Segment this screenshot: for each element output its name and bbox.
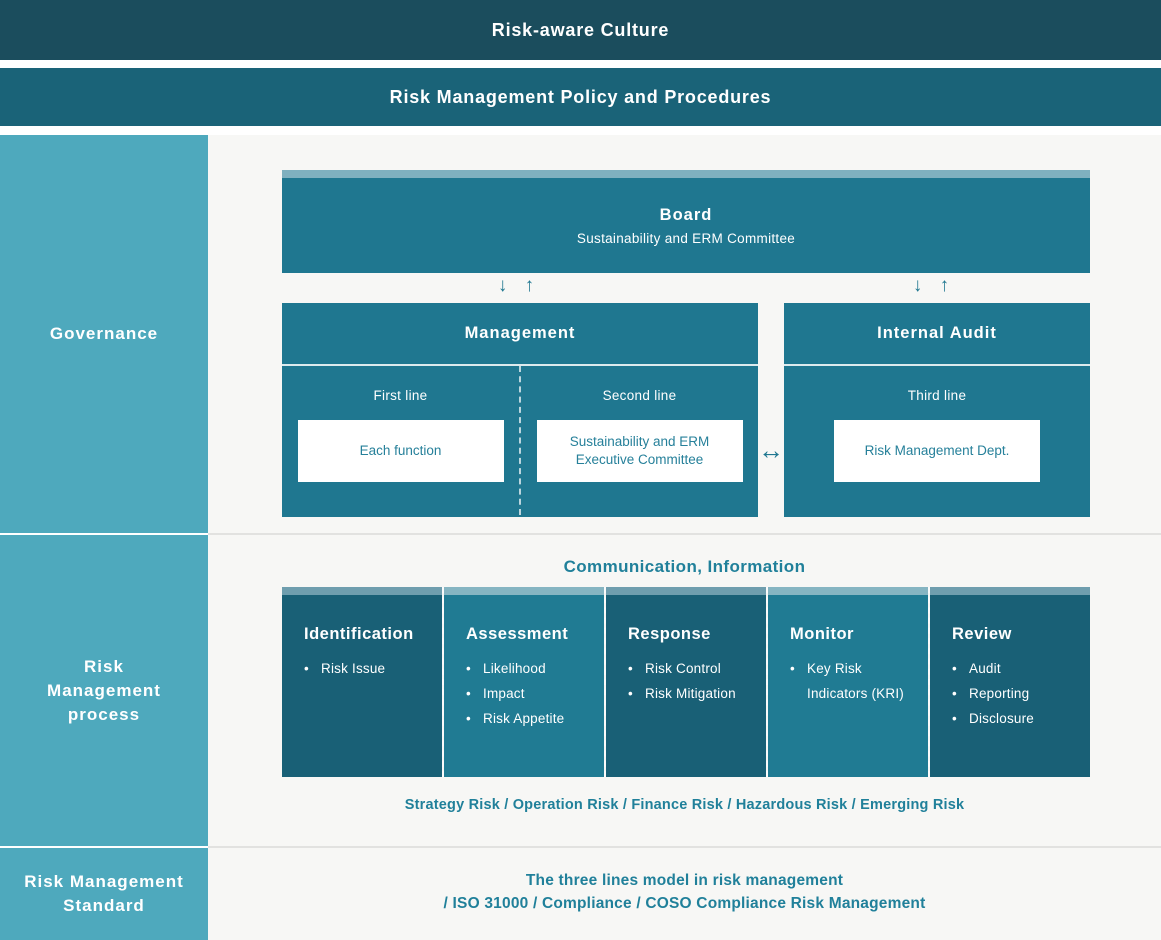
sidebar-process-label: Risk Management process [47,656,161,724]
sidebar-divider [0,533,208,535]
banner-divider [0,126,1161,135]
board-subtitle: Sustainability and ERM Committee [576,230,796,246]
each-function-box: Each function [297,420,504,482]
first-line-panel: First line Each function [282,366,519,515]
column-item: Key Risk Indicators (KRI) [790,656,920,706]
down-up-arrows-icon: ↓ ↑ [912,275,956,296]
standard-label: The three lines model in risk management… [443,872,926,912]
management-audit-gap: ↔ [758,303,784,517]
process-columns: Identification Risk Issue Assessment Lik… [282,587,1090,777]
column-item: Risk Mitigation [628,681,758,706]
column-title: Review [952,625,1012,643]
process-column-review: Review Audit Reporting Disclosure [928,587,1090,777]
board-box: Board Sustainability and ERM Committee [282,170,1090,273]
column-item: Risk Appetite [466,706,596,731]
risk-aware-culture-banner: Risk-aware Culture [0,0,1161,60]
board-management-arrows: ↓ ↑ ↓ ↑ [282,273,1090,303]
column-item: Audit [952,656,1082,681]
section-divider [208,533,1161,535]
sidebar-standard-label: Risk Management Standard [24,872,184,915]
left-right-arrow-icon: ↔ [758,434,784,465]
section-sidebar: Governance Risk Management process Risk … [0,135,208,940]
column-title: Response [628,625,711,643]
internal-audit-box: Internal Audit Third line Risk Managemen… [784,303,1090,517]
policy-banner: Risk Management Policy and Procedures [0,68,1161,126]
process-column-identification: Identification Risk Issue [282,587,442,777]
risk-types-label: Strategy Risk / Operation Risk / Finance… [404,797,965,813]
internal-audit-title: Internal Audit [784,303,1090,366]
third-line-label: Third line [907,388,967,403]
column-item: Impact [466,681,596,706]
sidebar-item-governance: Governance [0,135,208,533]
sidebar-item-risk-management-standard: Risk Management Standard [0,848,208,940]
process-column-assessment: Assessment Likelihood Impact Risk Appeti… [442,587,604,777]
column-accent-strip [282,587,442,595]
column-accent-strip [444,587,604,595]
sidebar-governance-label: Governance [49,324,159,343]
diagram-main: Board Sustainability and ERM Committee ↓… [208,135,1161,940]
column-item: Risk Issue [304,656,434,681]
risk-aware-culture-label: Risk-aware Culture [491,19,670,40]
board-title: Board [659,205,713,224]
column-title: Identification [304,625,414,643]
process-column-monitor: Monitor Key Risk Indicators (KRI) [766,587,928,777]
banner-divider [0,60,1161,68]
column-item: Reporting [952,681,1082,706]
column-accent-strip [606,587,766,595]
management-title: Management [282,303,758,366]
policy-banner-label: Risk Management Policy and Procedures [389,86,772,107]
column-accent-strip [768,587,928,595]
column-item: Risk Control [628,656,758,681]
second-line-panel: Second line Sustainability and ERM Execu… [519,366,758,515]
second-line-label: Second line [602,388,677,403]
process-column-response: Response Risk Control Risk Mitigation [604,587,766,777]
down-up-arrows-icon: ↓ ↑ [497,275,541,296]
risk-management-standard-section: The three lines model in risk management… [208,848,1161,940]
column-title: Assessment [466,625,569,643]
board-accent-strip [282,170,1090,178]
risk-management-process-section: Communication, Information Identificatio… [208,535,1161,846]
section-divider [208,846,1161,848]
column-accent-strip [930,587,1090,595]
sidebar-divider [0,846,208,848]
sidebar-item-risk-management-process: Risk Management process [0,535,208,846]
column-item: Disclosure [952,706,1082,731]
governance-section: Board Sustainability and ERM Committee ↓… [208,135,1161,533]
column-title: Monitor [790,625,854,643]
communication-information-label: Communication, Information [563,557,806,576]
third-line-panel: Third line Risk Management Dept. [784,366,1090,515]
column-item: Likelihood [466,656,596,681]
management-box: Management First line Each function Seco… [282,303,758,517]
content-area: Governance Risk Management process Risk … [0,135,1161,940]
first-line-label: First line [373,388,428,403]
risk-management-dept-box: Risk Management Dept. [834,420,1040,482]
erm-executive-committee-box: Sustainability and ERM Executive Committ… [536,420,743,482]
